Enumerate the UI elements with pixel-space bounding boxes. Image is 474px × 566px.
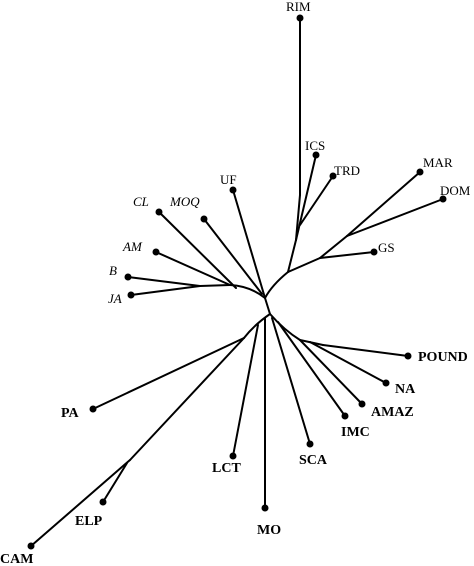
tip-RIM <box>296 14 304 22</box>
tip-ELP <box>99 498 107 506</box>
branch-ICS <box>295 154 317 241</box>
label-MO: MO <box>257 523 281 538</box>
tip-MOQ <box>200 215 208 223</box>
label-GS: GS <box>378 240 395 255</box>
label-B: B <box>109 263 117 278</box>
tip-JA <box>127 291 135 299</box>
tip-UF <box>229 186 237 194</box>
tip-CL <box>155 208 163 216</box>
label-PA: PA <box>61 406 80 421</box>
branch-rim-ics <box>295 194 301 241</box>
branch-AMAZ <box>299 339 363 405</box>
branch-lower-right-stem <box>269 313 301 341</box>
label-SCA: SCA <box>299 453 328 468</box>
label-JA: JA <box>108 291 122 306</box>
branch-CL <box>158 211 237 289</box>
tip-SCA <box>306 440 314 448</box>
label-DOM: DOM <box>440 183 471 198</box>
branch-mar-dom-gs <box>287 257 321 273</box>
branch-B <box>127 276 201 287</box>
tip-B <box>124 273 132 281</box>
branch-pa-elp-cam <box>129 337 245 461</box>
branch-CAM <box>30 459 131 547</box>
tip-CAM <box>27 542 35 550</box>
tip-GS <box>370 248 378 256</box>
tip-PA <box>89 405 97 413</box>
branch-IMC <box>277 321 346 417</box>
tip-MAR <box>416 168 424 176</box>
tip-NA <box>382 379 390 387</box>
label-AM: AM <box>122 239 143 254</box>
label-ELP: ELP <box>75 514 103 529</box>
branch-center <box>264 297 271 315</box>
tip-IMC <box>341 412 349 420</box>
label-POUND: POUND <box>418 350 468 365</box>
tip-DOM <box>439 195 447 203</box>
tip-LCT <box>229 452 237 460</box>
label-RIM: RIM <box>286 0 311 14</box>
tip-MO <box>261 504 269 512</box>
branch-ja-b <box>199 284 231 287</box>
label-LCT: LCT <box>212 461 241 476</box>
branch-MAR <box>346 171 421 237</box>
label-CAM: CAM <box>0 552 33 566</box>
label-TRD: TRD <box>334 163 360 178</box>
branch-NA <box>309 341 387 384</box>
label-UF: UF <box>220 172 237 187</box>
branch-mar-dom <box>319 235 348 259</box>
branch-upper-right-stem <box>264 271 289 299</box>
tip-ICS <box>312 151 320 159</box>
branch-POUND <box>322 344 409 357</box>
branch-ELP <box>102 462 128 503</box>
branch-SCA <box>271 317 311 445</box>
label-MAR: MAR <box>423 155 453 170</box>
label-NA: NA <box>395 382 416 397</box>
label-MOQ: MOQ <box>169 194 200 209</box>
tip-AM <box>152 248 160 256</box>
branch-AM <box>155 251 231 286</box>
branch-lower-left-stem <box>243 313 271 339</box>
branch-UF <box>232 189 266 299</box>
tip-TRD <box>329 172 337 180</box>
label-AMAZ: AMAZ <box>371 405 414 420</box>
label-CL: CL <box>133 194 149 209</box>
branch-PA <box>92 337 245 410</box>
label-ICS: ICS <box>305 138 325 153</box>
label-IMC: IMC <box>341 425 370 440</box>
branch-MOQ <box>203 218 263 295</box>
branch-rim-ics-trd <box>287 239 297 273</box>
branch-LCT <box>232 324 259 457</box>
branch-JA <box>130 285 201 296</box>
branch-TRD <box>299 175 334 226</box>
branch-DOM <box>346 198 444 237</box>
tip-AMAZ <box>358 400 366 408</box>
tip-POUND <box>404 352 412 360</box>
branch-GS <box>319 251 375 259</box>
